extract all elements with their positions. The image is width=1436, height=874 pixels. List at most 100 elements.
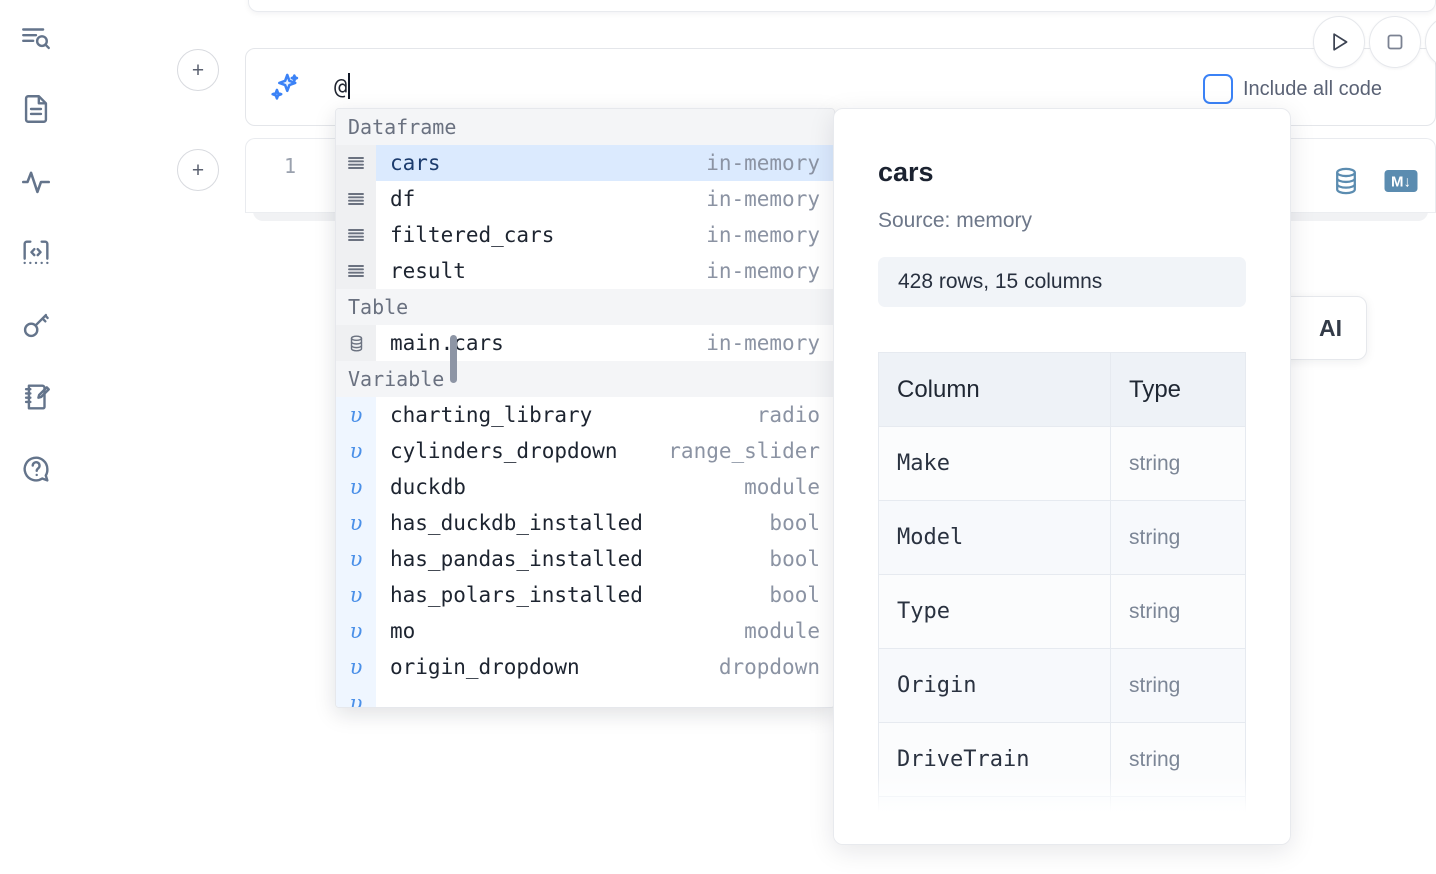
variable-upsilon-icon: υ xyxy=(336,505,376,541)
column-type-cell: string xyxy=(1110,426,1246,500)
sparkle-icon xyxy=(268,71,302,110)
autocomplete-item-type: in-memory xyxy=(706,259,820,283)
variable-upsilon-icon: υ xyxy=(336,577,376,613)
column-type-cell xyxy=(1110,796,1246,844)
include-all-code-label: Include all code xyxy=(1243,77,1382,100)
autocomplete-item[interactable]: result in-memory xyxy=(336,253,834,289)
autocomplete-item-type: in-memory xyxy=(706,187,820,211)
cell-above-stub xyxy=(248,0,1436,12)
column-name-cell: Origin xyxy=(878,648,1110,722)
autocomplete-item[interactable]: υ xyxy=(336,685,834,707)
column-name-cell: DriveTrain xyxy=(878,722,1110,796)
autocomplete-group-header: Dataframe xyxy=(336,109,834,145)
key-icon[interactable] xyxy=(14,303,58,347)
variable-upsilon-icon: υ xyxy=(336,397,376,433)
database-icon xyxy=(336,325,376,361)
autocomplete-item-name: main.cars xyxy=(390,331,504,355)
help-chat-icon[interactable] xyxy=(14,447,58,491)
autocomplete-item-name: cylinders_dropdown xyxy=(390,439,618,463)
ai-prompt-value: @ xyxy=(334,75,348,100)
autocomplete-item[interactable]: main.cars in-memory xyxy=(336,325,834,361)
markdown-icon[interactable]: M↓ xyxy=(1384,168,1418,199)
table-row xyxy=(878,796,1246,844)
autocomplete-item-name: has_duckdb_installed xyxy=(390,511,643,535)
variable-upsilon-icon: υ xyxy=(336,469,376,505)
autocomplete-item-type: module xyxy=(744,619,820,643)
dataframe-lines-icon xyxy=(336,181,376,217)
code-snippet-icon[interactable] xyxy=(14,231,58,275)
ai-prompt-input[interactable]: @ xyxy=(334,73,351,100)
sidebar-icon-rail xyxy=(0,0,72,874)
autocomplete-item-name: has_polars_installed xyxy=(390,583,643,607)
column-type-cell: string xyxy=(1110,574,1246,648)
autocomplete-group-header: Variable xyxy=(336,361,834,397)
column-type-cell: string xyxy=(1110,500,1246,574)
autocomplete-item-name: result xyxy=(390,259,466,283)
table-header-cell: Type xyxy=(1110,352,1246,426)
dataframe-lines-icon xyxy=(336,217,376,253)
activity-pulse-icon[interactable] xyxy=(14,160,58,204)
autocomplete-item[interactable]: df in-memory xyxy=(336,181,834,217)
autocomplete-item-name: filtered_cars xyxy=(390,223,555,247)
autocomplete-item-type: in-memory xyxy=(706,331,820,355)
preview-scrollbar-thumb[interactable] xyxy=(450,335,457,383)
autocomplete-item-type: dropdown xyxy=(718,655,820,679)
variable-upsilon-icon: υ xyxy=(336,433,376,469)
dataframe-lines-icon xyxy=(336,145,376,181)
generate-with-ai-label: AI xyxy=(1319,314,1342,341)
file-document-icon[interactable] xyxy=(14,87,58,131)
variable-upsilon-icon: υ xyxy=(336,685,376,707)
svg-text:M↓: M↓ xyxy=(1391,174,1411,191)
autocomplete-item-name: df xyxy=(390,187,416,211)
outline-search-icon[interactable] xyxy=(14,16,58,60)
autocomplete-group-header: Table xyxy=(336,289,834,325)
preview-shape-badge: 428 rows, 15 columns xyxy=(878,257,1246,307)
preview-source: Source: memory xyxy=(878,209,1033,232)
autocomplete-item-type: module xyxy=(744,475,820,499)
stop-button[interactable] xyxy=(1369,16,1421,68)
notebook-edit-icon[interactable] xyxy=(14,375,58,419)
dataframe-preview-panel: cars Source: memory 428 rows, 15 columns… xyxy=(833,108,1291,845)
autocomplete-item[interactable]: υ has_duckdb_installed bool xyxy=(336,505,834,541)
run-button[interactable] xyxy=(1313,16,1365,68)
variable-upsilon-icon: υ xyxy=(336,649,376,685)
variable-upsilon-icon: υ xyxy=(336,541,376,577)
autocomplete-item[interactable]: υ origin_dropdown dropdown xyxy=(336,649,834,685)
include-all-code-checkbox[interactable] xyxy=(1203,74,1233,104)
add-cell-button-bottom[interactable]: + xyxy=(177,149,219,191)
include-all-code-control[interactable]: Include all code xyxy=(1203,74,1382,104)
column-name-cell xyxy=(878,796,1110,844)
line-number: 1 xyxy=(283,154,296,178)
add-cell-button-top[interactable]: + xyxy=(177,49,219,91)
text-caret xyxy=(348,73,351,99)
autocomplete-item-name: duckdb xyxy=(390,475,466,499)
autocomplete-item-name: origin_dropdown xyxy=(390,655,580,679)
dataframe-lines-icon xyxy=(336,253,376,289)
table-header-cell: Column xyxy=(878,352,1110,426)
autocomplete-item-name: cars xyxy=(390,151,441,175)
column-type-cell: string xyxy=(1110,722,1246,796)
preview-title: cars xyxy=(878,157,934,187)
column-name-cell: Make xyxy=(878,426,1110,500)
database-icon[interactable] xyxy=(1330,165,1362,202)
autocomplete-item-type: bool xyxy=(769,511,820,535)
autocomplete-item-name: charting_library xyxy=(390,403,593,427)
column-name-cell: Type xyxy=(878,574,1110,648)
column-type-cell: string xyxy=(1110,648,1246,722)
